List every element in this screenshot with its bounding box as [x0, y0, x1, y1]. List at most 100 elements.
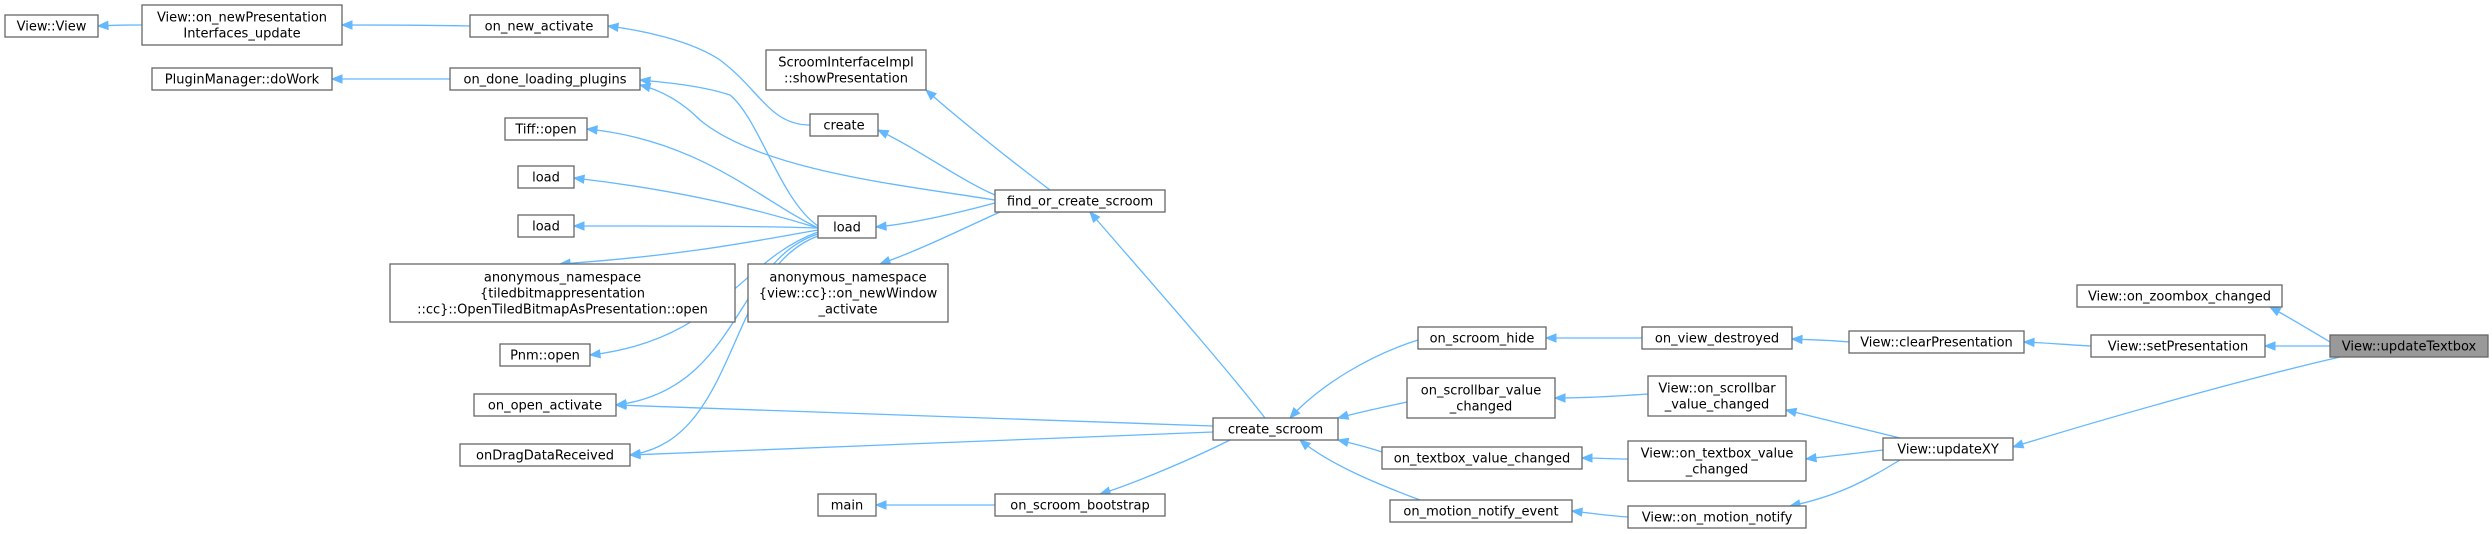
edge-view_updatexy-to-view_on_scrollbar	[1784, 407, 1901, 439]
node-box	[817, 215, 877, 239]
edge-line	[1337, 401, 1408, 419]
node-load-2[interactable]: load	[517, 214, 575, 238]
node-view-view[interactable]: View::View	[4, 14, 99, 38]
edge-on_scroom_hide-to-create_scroom	[1289, 339, 1419, 419]
arrowhead-icon	[1289, 407, 1301, 419]
edge-view_updatexy-to-view_on_textbox	[1804, 449, 1884, 463]
arrowhead-icon	[878, 256, 892, 266]
node-anon-view[interactable]: anonymous_namespace{view::cc}::on_newWin…	[747, 263, 949, 323]
edge-on_scrollbar_value_changed-to-create_scroom	[1336, 401, 1408, 420]
edge-load_main-to-load_2	[572, 221, 819, 231]
edge-line	[1289, 339, 1419, 419]
edge-view_on_motion_notify-to-on_motion_notify_event	[1570, 507, 1629, 518]
node-box	[459, 443, 631, 467]
node-label: on_new_activate	[485, 20, 594, 35]
node-label: View::on_zoombox_changed	[2088, 290, 2271, 305]
arrowhead-icon	[1570, 507, 1583, 517]
arrowhead-icon	[628, 449, 641, 460]
node-scroom-interface-impl[interactable]: ScroomInterfaceImpl::showPresentation	[765, 49, 927, 91]
edge-view_on_textbox-to-on_textbox_value_changed	[1580, 453, 1629, 463]
node-view-on-zoombox-changed[interactable]: View::on_zoombox_changed	[2076, 284, 2283, 308]
node-main[interactable]: main	[817, 493, 877, 517]
node-create-scroom[interactable]: create_scroom	[1212, 417, 1339, 441]
edge-load_main-to-tiff_open	[585, 125, 819, 229]
edge-line	[879, 211, 1001, 265]
node-label: View::on_scrollbar	[1658, 382, 1776, 397]
edge-view_clear_presentation-to-on_view_destroyed	[1790, 334, 1850, 345]
arrowhead-icon	[876, 129, 890, 139]
node-on-open-activate[interactable]: on_open_activate	[473, 393, 617, 417]
node-label: create_scroom	[1228, 423, 1323, 438]
node-view-on-newpres[interactable]: View::on_newPresentationInterfaces_updat…	[141, 4, 343, 46]
arrowhead-icon	[874, 500, 887, 510]
node-tiff-open[interactable]: Tiff::open	[504, 117, 588, 141]
node-box	[1381, 446, 1583, 470]
node-label: Interfaces_update	[183, 27, 300, 42]
arrowhead-icon	[1336, 410, 1350, 420]
edge-line	[573, 177, 819, 229]
node-on-motion-notify-event[interactable]: on_motion_notify_event	[1389, 499, 1573, 523]
edge-load_main-to-on_done_loading_plugins	[638, 76, 819, 227]
arrowhead-icon	[585, 125, 598, 135]
node-pnm-open[interactable]: Pnm::open	[499, 343, 591, 367]
node-create[interactable]: create	[809, 113, 879, 137]
node-find-or-create-scroom[interactable]: find_or_create_scroom	[994, 189, 1166, 213]
node-view-on-textbox[interactable]: View::on_textbox_value_changed	[1627, 440, 1807, 482]
arrowhead-icon	[1544, 333, 1557, 343]
arrowhead-icon	[638, 76, 651, 86]
edge-on_new_activate-to-view_on_newpres	[340, 20, 471, 30]
arrowhead-icon	[1784, 407, 1798, 418]
node-view-updatetextbox[interactable]: View::updateTextbox	[2329, 334, 2489, 358]
node-box	[499, 343, 591, 367]
node-label: create	[823, 119, 864, 134]
node-on-view-destroyed[interactable]: on_view_destroyed	[1641, 326, 1793, 350]
arrowhead-icon	[1804, 452, 1818, 463]
node-view-on-motion-notify[interactable]: View::on_motion_notify	[1627, 505, 1807, 529]
node-on-scroom-hide[interactable]: on_scroom_hide	[1417, 326, 1547, 350]
arrowhead-icon	[330, 74, 343, 84]
arrowhead-icon	[340, 20, 353, 30]
node-box	[1389, 499, 1573, 523]
node-label: onDragDataReceived	[476, 449, 614, 464]
edge-create_scroom-to-on_open_activate	[614, 400, 1214, 427]
node-box	[1848, 330, 2025, 354]
node-pluginmanager-dowork[interactable]: PluginManager::doWork	[151, 67, 333, 91]
edge-line	[1099, 439, 1231, 495]
node-label: View::on_motion_notify	[1642, 511, 1793, 526]
node-label: on_scroom_hide	[1430, 332, 1535, 347]
node-label: View::updateTextbox	[2342, 340, 2477, 355]
node-load-main[interactable]: load	[817, 215, 877, 239]
node-on-scrollbar-value-changed[interactable]: on_scrollbar_value_changed	[1406, 377, 1556, 419]
edge-line	[615, 404, 1214, 427]
node-on-textbox-value-changed[interactable]: on_textbox_value_changed	[1381, 446, 1583, 470]
edge-line	[639, 84, 996, 201]
arrowhead-icon	[1553, 393, 1566, 403]
node-ondragdatareceived[interactable]: onDragDataReceived	[459, 443, 631, 467]
node-box	[473, 393, 617, 417]
node-view-on-scrollbar[interactable]: View::on_scrollbar_value_changed	[1647, 375, 1787, 417]
node-box	[151, 67, 333, 91]
node-view-clear-presentation[interactable]: View::clearPresentation	[1848, 330, 2025, 354]
node-on-done-loading-plugins[interactable]: on_done_loading_plugins	[449, 67, 641, 91]
arrowhead-icon	[2022, 337, 2035, 348]
arrowhead-icon	[924, 89, 938, 101]
edge-line	[875, 202, 996, 228]
node-on-new-activate[interactable]: on_new_activate	[469, 14, 609, 38]
edge-view_updatetextbox-to-view_on_zoombox_changed	[2268, 306, 2331, 343]
edge-line	[877, 129, 996, 196]
node-load-1[interactable]: load	[517, 165, 575, 189]
node-box	[1627, 440, 1807, 482]
node-box	[1212, 417, 1339, 441]
edge-line	[925, 89, 1051, 191]
node-box	[809, 113, 879, 137]
edge-line	[2012, 356, 2341, 448]
node-label: View::on_newPresentation	[157, 11, 327, 26]
edge-find_or_create_scroom-to-anon_view	[878, 211, 1001, 266]
node-box	[449, 67, 641, 91]
node-label: on_view_destroyed	[1655, 332, 1779, 347]
node-anon-tiled[interactable]: anonymous_namespace{tiledbitmappresentat…	[389, 263, 736, 323]
node-on-scroom-bootstrap[interactable]: on_scroom_bootstrap	[994, 493, 1166, 517]
node-view-updatexy[interactable]: View::updateXY	[1882, 437, 2014, 461]
node-view-set-presentation[interactable]: View::setPresentation	[2090, 334, 2266, 358]
node-label: load	[532, 220, 560, 235]
